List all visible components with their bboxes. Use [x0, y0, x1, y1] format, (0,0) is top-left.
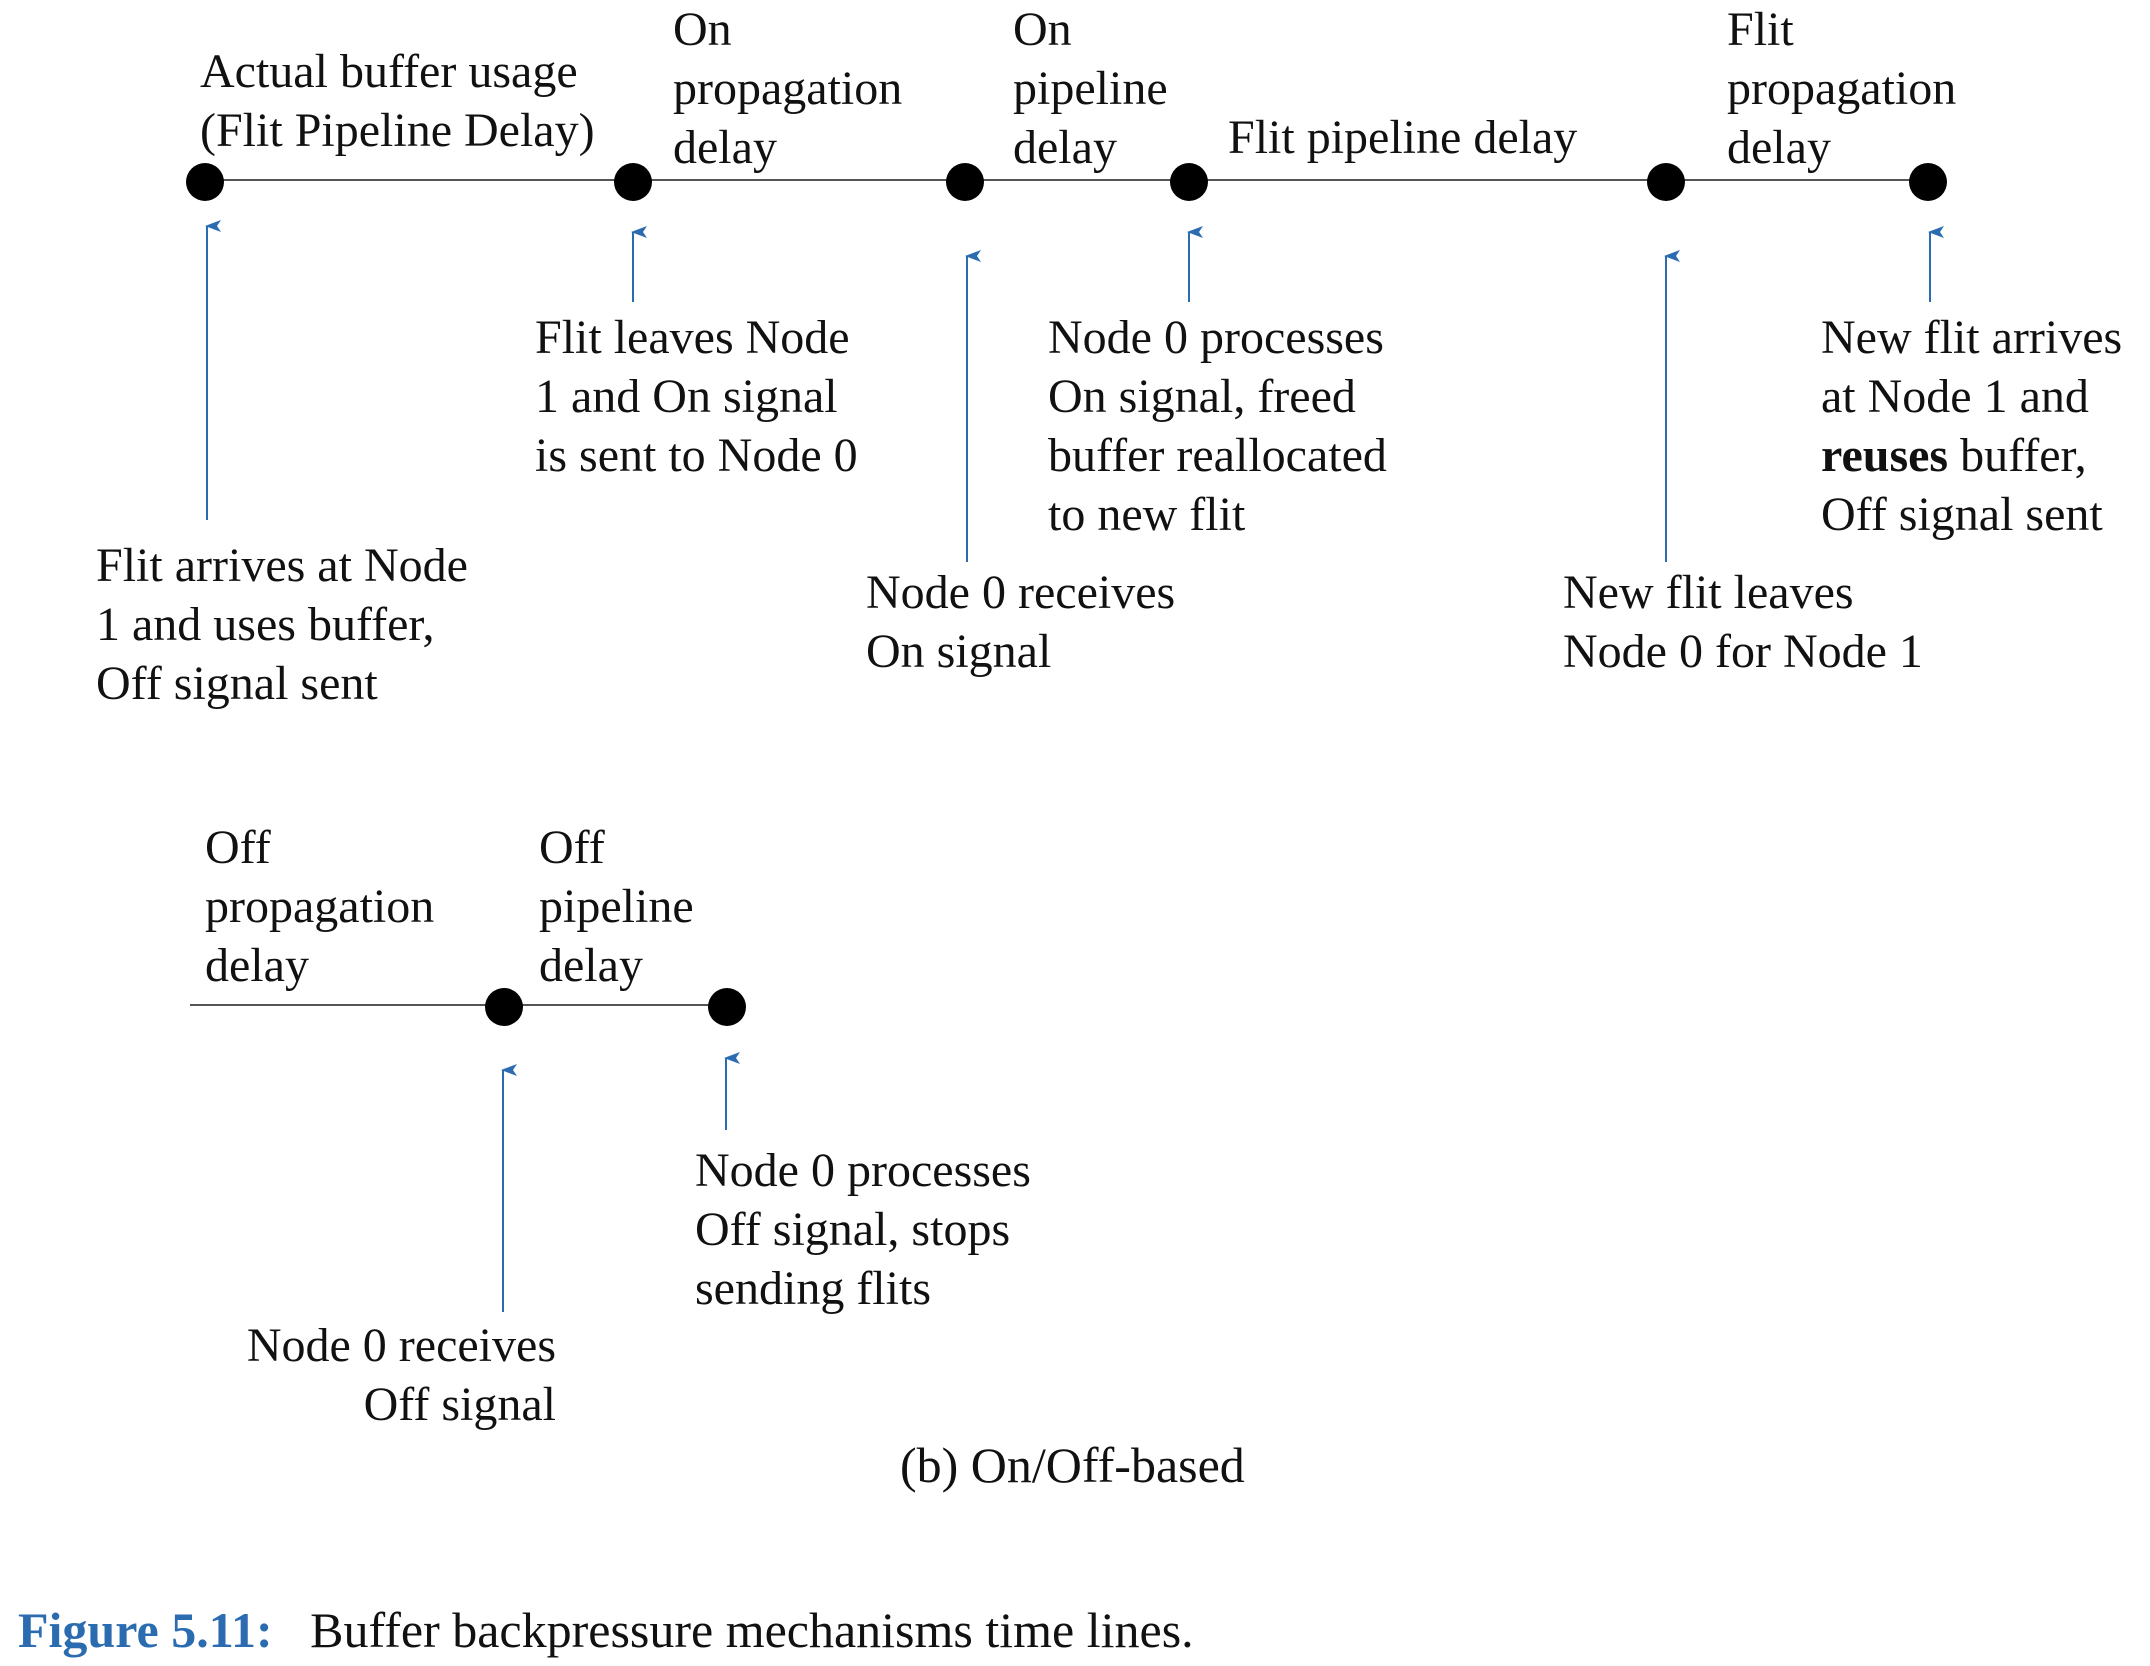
- label-flit-pipeline-delay: Flit pipeline delay: [1228, 108, 1577, 167]
- label-line: delay: [673, 121, 777, 174]
- sub-caption: (b) On/Off-based: [900, 1437, 1245, 1493]
- figure-label: Figure 5.11:: [18, 1602, 273, 1658]
- label-line: Off signal, stops: [695, 1203, 1011, 1256]
- caption-text: Buffer backpressure mechanisms time line…: [310, 1602, 1194, 1658]
- label-line: propagation: [1727, 62, 1957, 115]
- emphasis-reuses: reuses: [1821, 429, 1949, 482]
- label-line: at Node 1 and: [1821, 370, 2089, 423]
- label-line: is sent to Node 0: [535, 429, 858, 482]
- event-flit-arrives: Flit arrives at Node 1 and uses buffer, …: [96, 536, 468, 713]
- top-event-dot: [1647, 163, 1685, 201]
- label-line: Flit pipeline delay: [1228, 111, 1578, 164]
- label-line: (Flit Pipeline Delay): [200, 104, 595, 157]
- caption-spacer: [285, 1602, 298, 1658]
- top-event-dot: [946, 163, 984, 201]
- label-line: On: [1013, 3, 1072, 56]
- top-event-dot: [614, 163, 652, 201]
- label-line: Node 0 for Node 1: [1563, 625, 1923, 678]
- label-line: buffer reallocated: [1048, 429, 1387, 482]
- label-line: delay: [1013, 121, 1117, 174]
- label-line: On: [673, 3, 732, 56]
- label-line-rest: buffer,: [1948, 429, 2087, 482]
- figure-caption: Figure 5.11: Buffer backpressure mechani…: [18, 1600, 1194, 1660]
- label-off-propagation-delay: Off propagation delay: [205, 818, 434, 995]
- bottom-event-dot: [485, 988, 523, 1026]
- top-event-dot: [1170, 163, 1208, 201]
- label-line: Off: [539, 821, 605, 874]
- label-line: Flit arrives at Node: [96, 539, 468, 592]
- label-actual-buffer-usage: Actual buffer usage (Flit Pipeline Delay…: [200, 42, 595, 160]
- label-line: propagation: [673, 62, 903, 115]
- label-line: Node 0 receives: [246, 1319, 556, 1372]
- label-line: Node 0 receives: [866, 566, 1176, 619]
- label-flit-propagation-delay: Flit propagation delay: [1727, 0, 1956, 177]
- label-line: Off signal sent: [1821, 488, 2103, 541]
- label-line: Off signal: [363, 1378, 556, 1431]
- label-line: Off signal sent: [96, 657, 378, 710]
- label-line: 1 and uses buffer,: [96, 598, 435, 651]
- label-line: Flit: [1727, 3, 1794, 56]
- event-node0-receives-on: Node 0 receives On signal: [866, 563, 1175, 681]
- event-new-flit-leaves: New flit leaves Node 0 for Node 1: [1563, 563, 1923, 681]
- label-line: New flit arrives: [1821, 311, 2123, 364]
- label-line: propagation: [205, 880, 435, 933]
- top-event-dot: [1909, 163, 1947, 201]
- label-line: Node 0 processes: [1048, 311, 1384, 364]
- label-line: On signal, freed: [1048, 370, 1356, 423]
- label-line: New flit leaves: [1563, 566, 1854, 619]
- label-on-pipeline-delay: On pipeline delay: [1013, 0, 1168, 177]
- top-event-dot: [186, 163, 224, 201]
- label-off-pipeline-delay: Off pipeline delay: [539, 818, 694, 995]
- event-new-flit-arrives: New flit arrives at Node 1 and reuses bu…: [1821, 308, 2122, 544]
- event-node0-receives-off: Node 0 receives Off signal: [196, 1316, 556, 1434]
- label-line: 1 and On signal: [535, 370, 838, 423]
- label-line: sending flits: [695, 1262, 931, 1315]
- label-line: On signal: [866, 625, 1052, 678]
- label-line: delay: [1727, 121, 1831, 174]
- label-on-propagation-delay: On propagation delay: [673, 0, 902, 177]
- bottom-event-dot: [708, 988, 746, 1026]
- label-line: Actual buffer usage: [200, 45, 578, 98]
- label-line: pipeline: [539, 880, 694, 933]
- label-line: reuses buffer,: [1821, 426, 2122, 485]
- label-line: delay: [539, 939, 643, 992]
- event-node0-processes-on: Node 0 processes On signal, freed buffer…: [1048, 308, 1387, 544]
- label-line: delay: [205, 939, 309, 992]
- event-flit-leaves: Flit leaves Node 1 and On signal is sent…: [535, 308, 858, 485]
- label-line: Flit leaves Node: [535, 311, 850, 364]
- label-line: Off: [205, 821, 271, 874]
- label-line: to new flit: [1048, 488, 1246, 541]
- label-line: Node 0 processes: [695, 1144, 1031, 1197]
- event-node0-processes-off: Node 0 processes Off signal, stops sendi…: [695, 1141, 1031, 1318]
- label-line: pipeline: [1013, 62, 1168, 115]
